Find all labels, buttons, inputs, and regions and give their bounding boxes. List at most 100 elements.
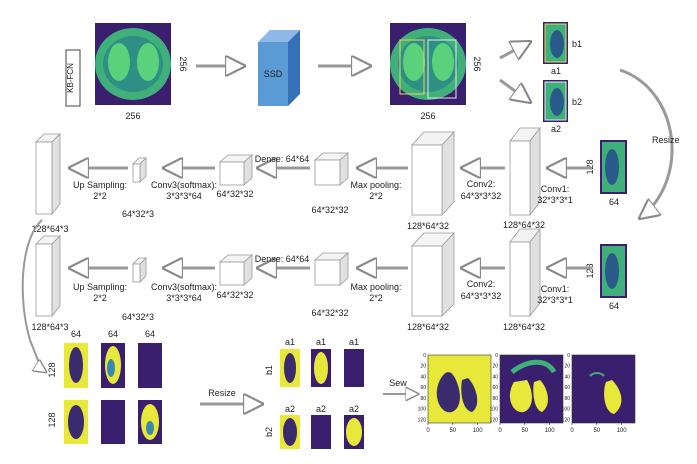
branch1-maxpool-size: 64*32*32 (311, 205, 348, 215)
final-map-3 (572, 355, 635, 423)
output-col-label-2: 64 (108, 329, 118, 339)
branch1-upsample-size: 128*64*3 (31, 224, 68, 234)
detection-height-label: 256 (472, 56, 482, 71)
x-tick-label: 100 (473, 428, 484, 434)
branch1-conv3-size: 64*32*3 (122, 209, 154, 219)
final-axes: 0 50 100 0 20 40 60 80 100 120 0 50 100 0 20 40 60 80 100 1… (418, 353, 636, 434)
branch1-conv2-label: Conv2: (467, 179, 496, 189)
panel-frame-3 (571, 354, 636, 424)
resized-row-b1: b1 (264, 365, 274, 375)
branch2-conv2-kernel: 64*3*3*32 (461, 291, 502, 301)
resized-a2-1: a2 (285, 404, 295, 414)
resize-arrow (619, 68, 674, 218)
x-tick-label: 50 (593, 428, 600, 434)
branch2-conv3-block (132, 257, 147, 283)
branch1-dense-label: Dense: 64*64 (255, 154, 310, 164)
y-tick-label: 0 (495, 353, 498, 359)
y-tick-label: 100 (490, 407, 499, 413)
crop-a1-name: a1 (551, 66, 561, 76)
y-tick-label: 100 (418, 407, 427, 413)
branch2-maxpool-kernel: 2*2 (369, 293, 383, 303)
branch1-conv2-block (411, 130, 455, 217)
branch2-input-height: 128 (585, 263, 595, 278)
x-tick-label: 50 (521, 428, 528, 434)
branch1-conv2-kernel: 64*3*3*32 (461, 191, 502, 201)
final-map-1 (428, 355, 491, 423)
branch1-conv3-block (132, 157, 147, 183)
output-row-label-2: 128 (47, 412, 57, 427)
resized-a1-2: a1 (316, 337, 326, 347)
resized-a1-1: a1 (285, 337, 295, 347)
y-tick-label: 0 (423, 353, 426, 359)
resized-a2-2: a2 (316, 404, 326, 414)
output-connector (21, 219, 46, 372)
branch2-upsample-label: Up Sampling: (73, 282, 127, 292)
branch2-conv1-label: Conv1: (541, 284, 570, 294)
y-tick-label: 80 (564, 396, 570, 402)
branch1-upsample-kernel: 2*2 (93, 191, 107, 201)
ssd-label: SSD (264, 69, 283, 79)
crop-a2-box-label: b2 (572, 97, 582, 107)
resize-label: Resize (652, 135, 680, 145)
ssd-block (258, 30, 300, 106)
y-tick-label: 60 (420, 385, 426, 391)
output-mask-grid (64, 343, 162, 444)
branch2-conv3-label: Conv3(softmax): (151, 282, 217, 292)
x-tick-label: 100 (545, 428, 556, 434)
sew-label: Sew (389, 378, 407, 388)
y-tick-label: 20 (564, 364, 570, 370)
x-tick-label: 100 (617, 428, 628, 434)
branch1-input-image (600, 140, 627, 194)
branch1-dense-size: 64*32*32 (216, 189, 253, 199)
kb-fcn-label: KB-FCN (66, 63, 75, 93)
detection-ct-scan (390, 23, 466, 105)
branch2-dense-size: 64*32*32 (216, 290, 253, 300)
branch2-upsample-size: 128*64*3 (31, 322, 68, 332)
branch2-maxpool-block (313, 252, 350, 286)
crop-a2 (543, 80, 568, 122)
x-tick-label: 0 (498, 428, 502, 434)
resized-a1-3: a1 (349, 337, 359, 347)
branch1-conv1-size: 128*64*32 (503, 220, 545, 230)
branch2-conv1-size: 128*64*32 (503, 322, 545, 332)
branch1-conv3-label: Conv3(softmax): (151, 180, 217, 190)
input-ct-scan (95, 23, 171, 105)
y-tick-label: 120 (490, 417, 499, 423)
y-tick-label: 40 (492, 374, 498, 380)
branch2-maxpool-size: 64*32*32 (311, 308, 348, 318)
branch2-conv1-kernel: 32*3*3*1 (537, 295, 573, 305)
branch2-conv2-size: 128*64*32 (407, 322, 449, 332)
final-map-2 (500, 355, 563, 423)
branch2-dense-block (218, 254, 254, 286)
y-tick-label: 40 (420, 374, 426, 380)
output-col-label-3: 64 (145, 329, 155, 339)
branch2-input-image (600, 244, 627, 298)
branch2-conv2-label: Conv2: (467, 279, 496, 289)
branch2-upsample-kernel: 2*2 (93, 293, 107, 303)
panel-frame-1 (427, 354, 492, 424)
branch2-input-width: 64 (609, 301, 619, 311)
branch2-conv3-size: 64*32*3 (122, 312, 154, 322)
branch2-conv1-block (509, 227, 541, 318)
y-tick-label: 80 (492, 396, 498, 402)
branch1-conv1-kernel: 32*3*3*1 (537, 195, 573, 205)
x-tick-label: 50 (449, 428, 456, 434)
output-row-label-1: 128 (47, 362, 57, 377)
branch1-maxpool-kernel: 2*2 (369, 191, 383, 201)
branch2-dense-label: Dense: 64*64 (255, 254, 310, 264)
resized-mask-grid (280, 349, 364, 449)
input-height-label: 256 (178, 56, 188, 71)
y-tick-label: 60 (492, 385, 498, 391)
detection-width-label: 256 (420, 111, 435, 121)
y-tick-label: 120 (418, 417, 427, 423)
y-tick-label: 20 (420, 364, 426, 370)
branch1-upsample-label: Up Sampling: (73, 180, 127, 190)
y-tick-label: 100 (562, 407, 571, 413)
y-tick-label: 120 (562, 417, 571, 423)
arrow-to-crop-a2 (499, 78, 530, 102)
branch1-conv2-size: 128*64*32 (407, 221, 449, 231)
branch1-conv1-block (509, 126, 541, 217)
x-tick-label: 0 (426, 428, 430, 434)
kb-fcn-box (65, 49, 81, 107)
